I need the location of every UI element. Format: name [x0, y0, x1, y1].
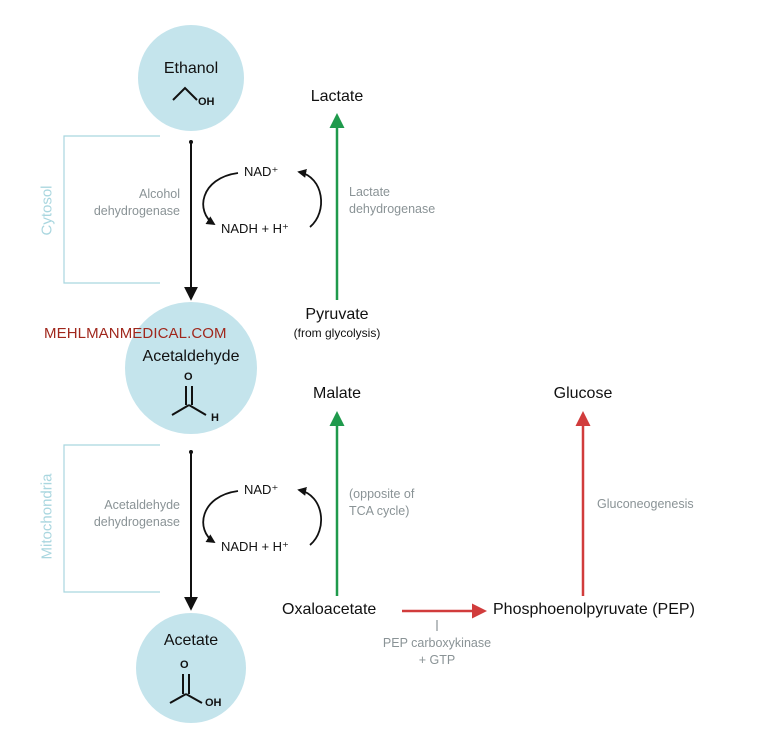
ethanol-oh-label: OH: [198, 96, 215, 108]
lactate-dh-line1: Lactate: [349, 185, 391, 199]
watermark: MEHLMANMEDICAL.COM: [44, 325, 227, 342]
alcohol-dh-line1: Alcohol: [139, 187, 180, 201]
mitochondria-label: Mitochondria: [38, 473, 56, 560]
acetate-label: Acetate: [163, 632, 219, 649]
nad-top-label: NAD⁺: [244, 164, 279, 179]
cytosol-label: Cytosol: [38, 185, 56, 236]
tca-note-line2: TCA cycle): [349, 504, 410, 518]
acetate-structure: [169, 674, 203, 704]
cytosol-bracket: [63, 135, 160, 284]
acetaldehyde-h-label: H: [211, 412, 219, 424]
tca-note-label: (opposite of TCA cycle): [349, 486, 414, 520]
lactate-dh-line2: dehydrogenase: [349, 202, 436, 216]
acetaldehyde-structure: [171, 386, 207, 416]
nadh-bottom-label: NADH + H⁺: [221, 539, 289, 554]
acetaldehyde-dh-line1: Acetaldehyde: [104, 498, 180, 512]
nad-to-nadh-curve-bottom: [202, 490, 239, 543]
oxaloacetate-label: Oxaloacetate: [282, 601, 377, 618]
malate-label: Malate: [312, 385, 362, 402]
acetate-oh-label: OH: [205, 697, 222, 709]
acetaldehyde-o-label: O: [184, 371, 193, 383]
pyruvate-note: (from glycolysis): [293, 326, 381, 340]
lactate-dh-label: Lactate dehydrogenase: [349, 184, 435, 218]
nad-to-nadh-curve-top: [202, 172, 239, 225]
ethanol-label: Ethanol: [163, 60, 219, 77]
acetate-o-label: O: [180, 659, 189, 671]
ethanol-structure: [172, 86, 198, 101]
glucose-label: Glucose: [553, 385, 613, 402]
mitochondria-bracket: [63, 444, 160, 593]
nad-bottom-label: NAD⁺: [244, 482, 279, 497]
pep-ck-label: PEP carboxykinase + GTP: [367, 635, 507, 669]
pyruvate-label: Pyruvate: [305, 306, 369, 323]
alcohol-dh-label: Alcohol dehydrogenase: [70, 186, 180, 220]
acetaldehyde-label: Acetaldehyde: [142, 348, 240, 365]
alcohol-dh-line2: dehydrogenase: [93, 204, 180, 218]
pep-ck-line2: + GTP: [418, 653, 456, 667]
pep-ck-line1: PEP carboxykinase: [382, 636, 492, 650]
nadh-to-nad-curve-top: [297, 169, 323, 228]
acetate-circle: [136, 613, 246, 723]
tca-note-line1: (opposite of: [349, 487, 415, 501]
nadh-to-nad-curve-bottom: [297, 487, 323, 546]
acetaldehyde-dh-label: Acetaldehyde dehydrogenase: [70, 497, 180, 531]
acetaldehyde-circle: [125, 302, 257, 434]
ethanol-circle: [138, 25, 244, 131]
nadh-top-label: NADH + H⁺: [221, 221, 289, 236]
lactate-label: Lactate: [310, 88, 364, 105]
gluconeogenesis-label: Gluconeogenesis: [597, 497, 694, 511]
acetaldehyde-dh-line2: dehydrogenase: [93, 515, 180, 529]
pep-label: Phosphoenolpyruvate (PEP): [493, 601, 695, 618]
